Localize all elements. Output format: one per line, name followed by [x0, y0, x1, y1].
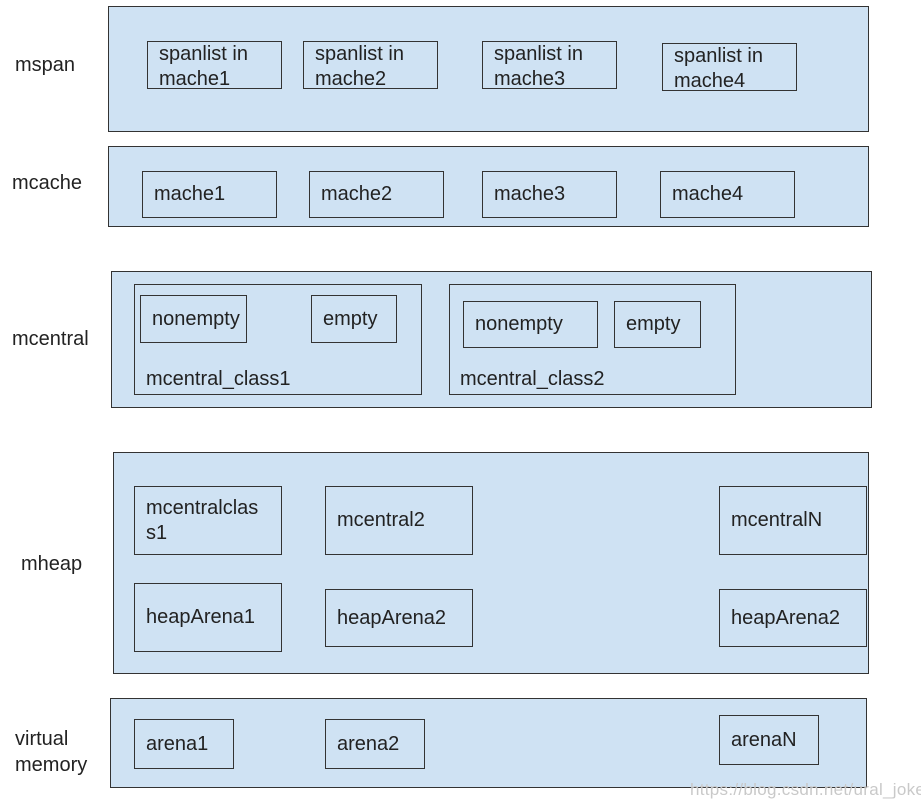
- heaparena2-box: heapArena2: [325, 589, 473, 647]
- empty-box-2: empty: [614, 301, 701, 348]
- mcentral2-box: mcentral2: [325, 486, 473, 555]
- nonempty-box-2: nonempty: [463, 301, 598, 348]
- mcentral-class2-title: mcentral_class2: [460, 368, 605, 390]
- mheap-label: mheap: [21, 553, 83, 575]
- nonempty-box-1: nonempty: [140, 295, 247, 343]
- mspan-label: mspan: [15, 54, 76, 76]
- mcentraln-box: mcentralN: [719, 486, 867, 555]
- spanlist-box-2: spanlist in mache2: [303, 41, 438, 90]
- arena1-box: arena1: [134, 719, 234, 769]
- heaparena1-box: heapArena1: [134, 583, 282, 652]
- mcentral-label: mcentral: [12, 328, 89, 350]
- arena2-box: arena2: [325, 719, 425, 769]
- spanlist-box-4: spanlist in mache4: [662, 43, 797, 92]
- virtual-memory-label: virtual memory: [15, 728, 88, 776]
- mcentral-class1-title: mcentral_class1: [146, 368, 291, 390]
- arenan-box: arenaN: [719, 715, 819, 765]
- mcentral-class-box: mcentralclas s1: [134, 486, 282, 555]
- mache-box-3: mache3: [482, 171, 617, 218]
- mache-box-1: mache1: [142, 171, 277, 218]
- mcache-label: mcache: [12, 172, 83, 194]
- spanlist-box-1: spanlist in mache1: [147, 41, 282, 90]
- mache-box-2: mache2: [309, 171, 444, 218]
- heaparena-last-box: heapArena2: [719, 589, 867, 647]
- watermark: https://blog.csdn.net/ural_joker: [690, 780, 921, 799]
- mache-box-4: mache4: [660, 171, 795, 218]
- empty-box-1: empty: [311, 295, 397, 343]
- spanlist-box-3: spanlist in mache3: [482, 41, 617, 90]
